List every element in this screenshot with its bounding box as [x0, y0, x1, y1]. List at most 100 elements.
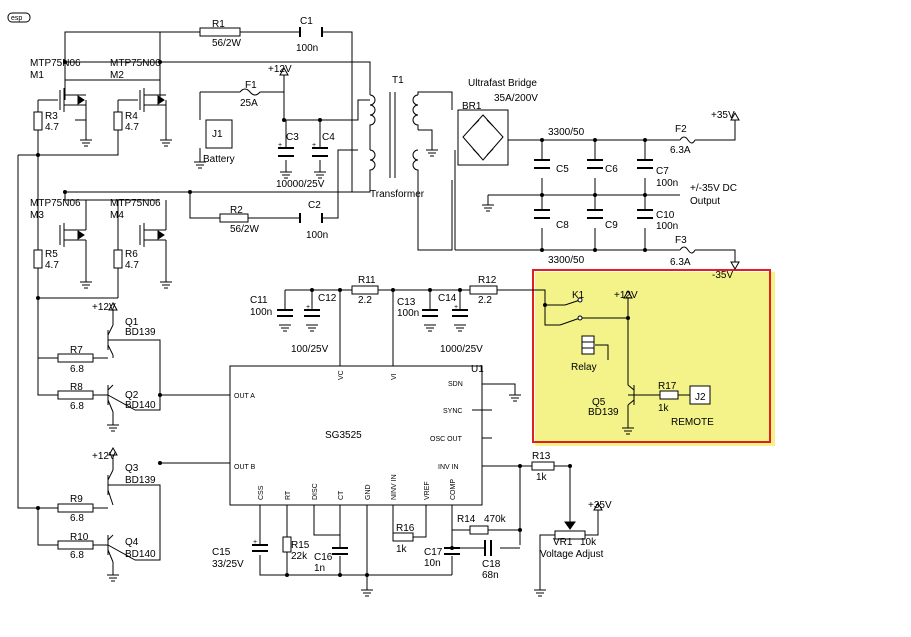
label-c11: C11: [250, 295, 268, 306]
label-r3: R3: [45, 111, 58, 122]
label-q2: Q2: [125, 390, 139, 401]
label-q5: Q5: [592, 397, 606, 408]
transistor-q4: [107, 534, 136, 563]
supply-arrows: [108, 66, 740, 511]
label-q4: Q4: [125, 537, 139, 548]
label-out-l2: Output: [690, 196, 720, 207]
label-vr1-val: 10k: [580, 537, 597, 548]
label-r12-val: 2.2: [478, 295, 492, 306]
label-c6: C6: [605, 164, 618, 175]
label-vr1-v35: +35V: [588, 500, 612, 511]
label-vr1-label: Voltage Adjust: [540, 549, 604, 560]
label-r1-val: 56/2W: [212, 38, 241, 49]
label-c7: C7: [656, 166, 669, 177]
label-m3: M3: [30, 210, 44, 221]
label-c1: C1: [300, 16, 313, 27]
label-q5-type: BD139: [588, 407, 619, 418]
label-r8: R8: [70, 382, 83, 393]
mosfet-m3: [59, 200, 87, 282]
label-sync: SYNC: [443, 408, 462, 415]
label-v12: +12V: [268, 64, 292, 75]
resistors: [33, 27, 679, 553]
label-vref: VREF: [424, 481, 431, 500]
label-out-b: OUT B: [234, 464, 256, 471]
label-cap-bot: 3300/50: [548, 255, 585, 266]
label-r16-val: 1k: [396, 544, 408, 555]
label-c3c4-val: 10000/25V: [276, 179, 325, 190]
label-r4-val: 4.7: [125, 122, 139, 133]
label-c16-val: 1n: [314, 563, 325, 574]
label-ct: CT: [338, 490, 345, 500]
label-t1: T1: [392, 75, 404, 86]
label-r8-val: 6.8: [70, 401, 84, 412]
label-ic-name: SG3525: [325, 430, 362, 441]
label-bridge-rating: 35A/200V: [494, 93, 538, 104]
pot-vr1-wiper[interactable]: [564, 521, 576, 530]
label-driver-v12a: +12V: [92, 302, 116, 313]
mosfet-m1: [59, 88, 86, 112]
label-j2: J2: [695, 392, 706, 403]
label-c12: C12: [318, 293, 337, 304]
svg-text:+: +: [454, 304, 458, 311]
ground-symbols: [80, 139, 634, 597]
label-c14: C14: [438, 293, 457, 304]
label-out-a: OUT A: [234, 393, 255, 400]
label-c13: C13: [397, 297, 416, 308]
label-c18-val: 68n: [482, 570, 499, 581]
label-css: CSS: [258, 485, 265, 500]
label-c15-val: 33/25V: [212, 559, 244, 570]
label-r6-val: 4.7: [125, 260, 139, 271]
label-v35n: -35V: [712, 270, 733, 281]
transistor-q3: [107, 469, 135, 506]
wires: [17, 31, 736, 590]
label-r12: R12: [478, 275, 497, 286]
label-cap-top: 3300/50: [548, 127, 585, 138]
label-q1-type: BD139: [125, 327, 156, 338]
label-c1-val: 100n: [296, 43, 318, 54]
label-c15: C15: [212, 547, 231, 558]
polarity-marks: ++ ++ +: [253, 142, 458, 546]
transformer-t1: [369, 92, 419, 178]
relay-k1: [559, 297, 595, 355]
label-r9-val: 6.8: [70, 513, 84, 524]
label-c14-val: 1000/25V: [440, 344, 483, 355]
label-r7-val: 6.8: [70, 364, 84, 375]
label-r10: R10: [70, 532, 89, 543]
label-c3: C3: [286, 132, 299, 143]
label-r3-val: 4.7: [45, 122, 59, 133]
label-m2: M2: [110, 70, 124, 81]
label-c5: C5: [556, 164, 569, 175]
label-m1-type: MTP75N06: [30, 58, 81, 69]
label-ninv: NINV IN: [391, 474, 398, 500]
label-disc: DISC: [312, 483, 319, 500]
label-r9: R9: [70, 494, 83, 505]
label-r10-val: 6.8: [70, 550, 84, 561]
label-c17-val: 10n: [424, 558, 441, 569]
label-relay-v12: +12V: [614, 290, 638, 301]
label-m1: M1: [30, 70, 44, 81]
esp-logo: esp: [7, 12, 31, 23]
label-r1: R1: [212, 19, 225, 30]
label-m2-type: MTP75N06: [110, 58, 161, 69]
label-c10-val: 100n: [656, 221, 678, 232]
label-c4: C4: [322, 132, 335, 143]
label-rt: RT: [285, 490, 292, 500]
label-r11-val: 2.2: [358, 295, 372, 306]
transistor-q1: [107, 324, 135, 358]
label-r5: R5: [45, 249, 58, 260]
label-c2-val: 100n: [306, 230, 328, 241]
label-transformer: Transformer: [370, 189, 425, 200]
label-c13-val: 100n: [397, 308, 419, 319]
label-q2-type: BD140: [125, 400, 156, 411]
connector-j2[interactable]: [689, 385, 711, 405]
label-battery: Battery: [203, 154, 235, 165]
label-r2-val: 56/2W: [230, 224, 259, 235]
remote-highlight-box: [532, 269, 775, 446]
label-f3-val: 6.3A: [670, 257, 691, 268]
label-r6: R6: [125, 249, 138, 260]
label-sdn: SDN: [448, 381, 463, 388]
bridge-rectifier-br1: [457, 109, 509, 166]
label-r13: R13: [532, 451, 551, 462]
label-f3: F3: [675, 235, 687, 246]
label-gnd: GND: [365, 484, 372, 500]
